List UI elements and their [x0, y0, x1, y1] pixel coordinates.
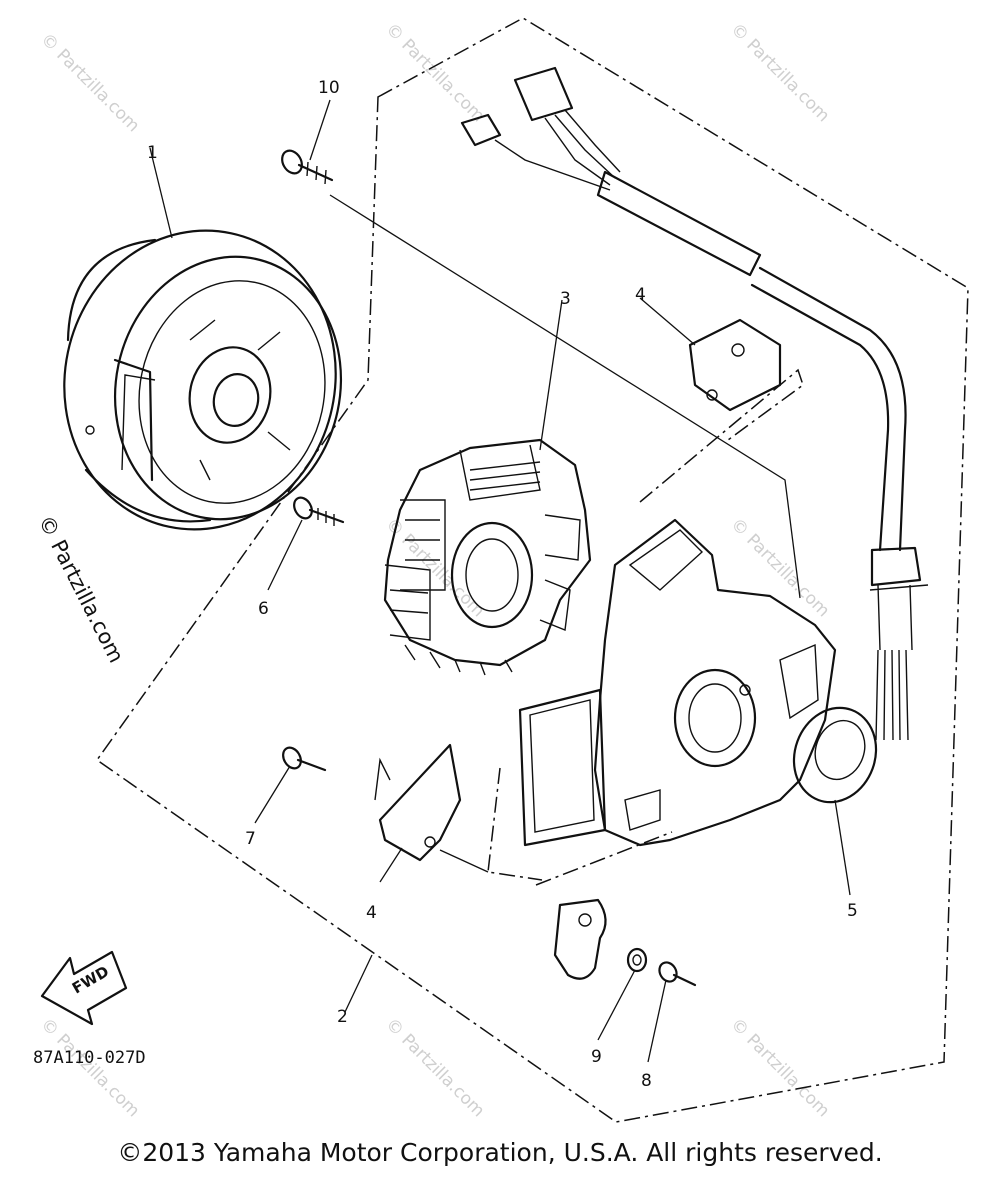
- callout-7: 7: [245, 829, 256, 849]
- stator-base-plate: [518, 518, 837, 847]
- watermark-3: © Partzilla.com: [726, 19, 833, 126]
- stator-coil-assembly: [383, 438, 592, 676]
- forward-arrow: FWD: [40, 950, 128, 1026]
- assembly-boundary: [95, 17, 969, 1123]
- fwd-label: FWD: [69, 962, 112, 997]
- watermark-4: © Partzilla.com: [726, 514, 833, 621]
- oil-seal: [792, 706, 878, 804]
- callout-4-upper: 4: [635, 285, 646, 305]
- callouts: 1 2 3 4 4 5 6 7 8 9 10: [147, 78, 858, 1091]
- drawing-code: 87A110-027D: [33, 1048, 146, 1068]
- side-watermark: © Partzilla.com: [34, 511, 129, 666]
- pickup-coil-upper: [688, 318, 782, 412]
- callout-leaders: [149, 99, 851, 1063]
- callout-6: 6: [258, 599, 269, 619]
- pickup-alignment-line: [439, 849, 489, 873]
- wiring-harness: [460, 66, 929, 741]
- callout-3: 3: [560, 289, 571, 309]
- callout-8: 8: [641, 1071, 652, 1091]
- lead-wire-clamp: [553, 898, 607, 980]
- callout-5: 5: [847, 901, 858, 921]
- callout-9: 9: [591, 1047, 602, 1067]
- watermark-8: © Partzilla.com: [726, 1014, 833, 1121]
- copyright-notice: ©2013 Yamaha Motor Corporation, U.S.A. A…: [117, 1138, 883, 1167]
- watermark-7: © Partzilla.com: [381, 1014, 488, 1121]
- watermark-1: © Partzilla.com: [36, 29, 143, 136]
- screw-8: [658, 961, 697, 987]
- screw-alignment-line: [329, 194, 801, 599]
- stator-bracket-boundary: [487, 368, 804, 886]
- callout-10: 10: [318, 78, 340, 98]
- callout-2: 2: [337, 1007, 348, 1027]
- screw-10: [281, 149, 334, 185]
- callout-1: 1: [147, 143, 158, 163]
- washer-9: [626, 947, 648, 973]
- pickup-coil-lower: [374, 743, 462, 862]
- watermark-2: © Partzilla.com: [381, 19, 488, 126]
- screw-6: [293, 496, 345, 526]
- screw-7: [282, 746, 327, 772]
- callout-4-lower: 4: [366, 903, 377, 923]
- flywheel-rotor: [63, 229, 343, 531]
